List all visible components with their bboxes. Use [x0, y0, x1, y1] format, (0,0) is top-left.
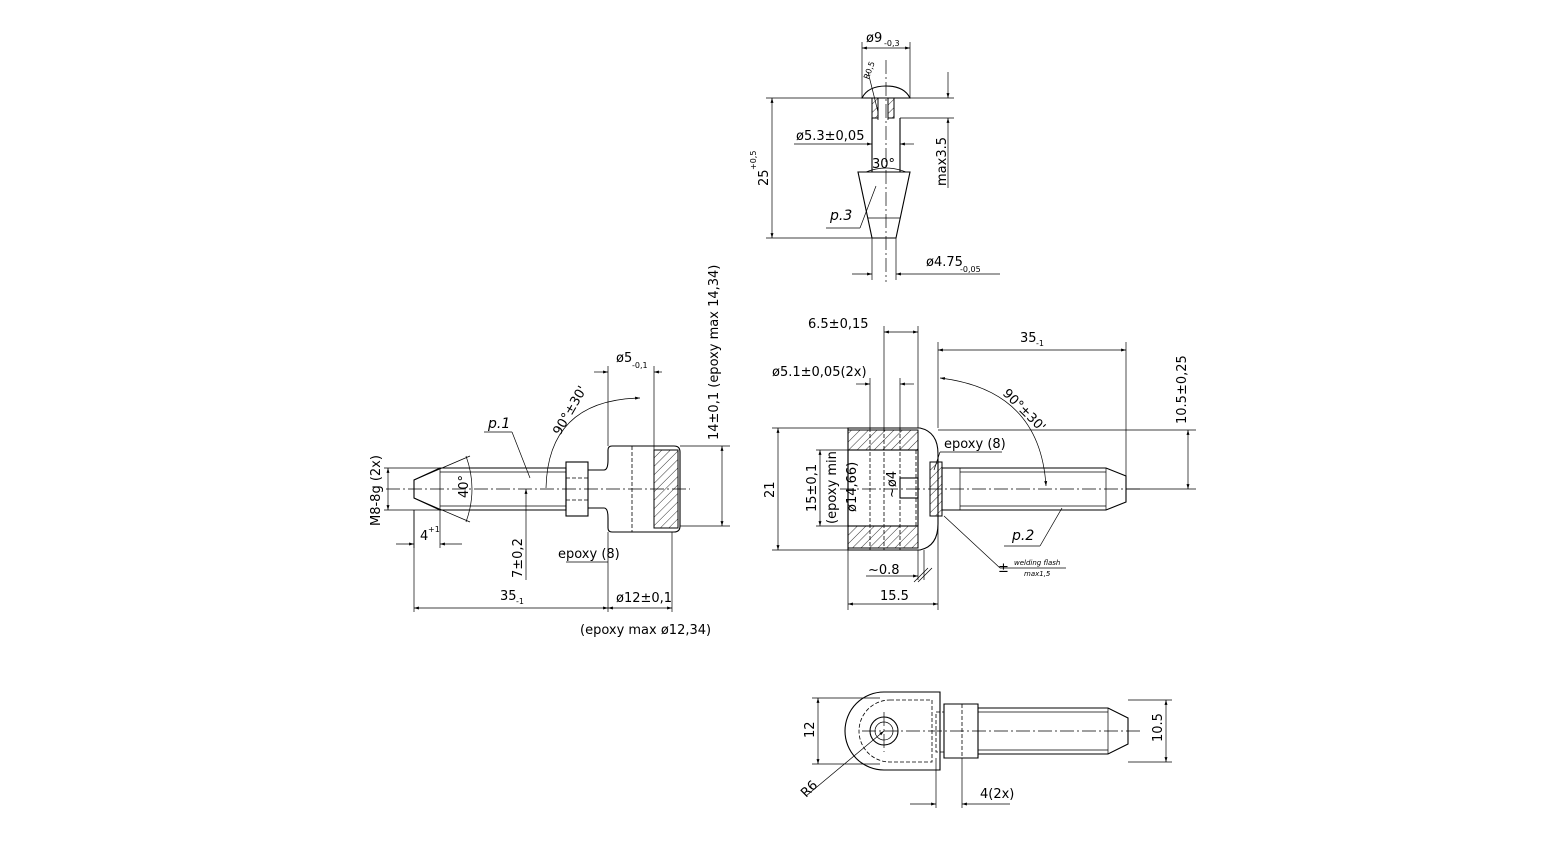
- top-part-label: p.3: [829, 208, 852, 224]
- right-21-label: 21: [763, 481, 778, 498]
- right-51-label: ø5.1±0,05(2x): [772, 365, 867, 380]
- right-105-label: 10.5±0,25: [1175, 355, 1190, 424]
- right-angle90-label: 90°±30': [999, 386, 1048, 435]
- right-view-part-2: 6.5±0,15 35 -1 ø5.1±0,05(2x) 90°±30' 10.…: [763, 317, 1196, 610]
- right-155-label: 15.5: [880, 589, 909, 604]
- right-weld-label: welding flash: [1014, 559, 1060, 567]
- right-35-tol: -1: [1036, 339, 1044, 348]
- right-08-label: ~0.8: [868, 563, 900, 578]
- left-dia5-tol: -0,1: [632, 361, 648, 370]
- right-dia4-label: ~ø4: [885, 471, 900, 498]
- left-chamf-tol: +1: [428, 525, 440, 534]
- bot-105-label: 10.5: [1151, 713, 1166, 742]
- right-weld-max-label: max1,5: [1024, 570, 1051, 578]
- top-tip-tol: -0,05: [960, 265, 981, 274]
- left-dia5-label: ø5: [616, 351, 632, 366]
- right-epoxy-min-label: (epoxy min: [825, 451, 840, 524]
- left-angle40-label: 40°: [457, 475, 472, 498]
- left-7-label: 7±0,2: [511, 538, 526, 578]
- top-len-tol: +0,5: [749, 151, 758, 170]
- left-part-label: p.1: [487, 416, 510, 432]
- right-epoxy-label: epoxy (8): [944, 437, 1006, 452]
- left-dia12-label: ø12±0,1: [616, 591, 672, 606]
- left-thread-label: M8-8g (2x): [369, 455, 384, 526]
- bot-12-label: 12: [803, 721, 818, 738]
- top-len-label: 25: [757, 169, 772, 186]
- left-view-part-1: 40° M8-8g (2x) 4 +1 p.1 90°±30' ø5 -0,1 …: [369, 265, 730, 638]
- left-epoxy-max-label: (epoxy max ø12,34): [580, 623, 711, 638]
- top-tip-label: ø4.75: [926, 255, 963, 270]
- right-weld-symbol: ±: [998, 561, 1009, 576]
- left-h14-label: 14±0,1 (epoxy max 14,34): [707, 265, 722, 440]
- right-35-label: 35: [1020, 331, 1037, 346]
- right-65-label: 6.5±0,15: [808, 317, 869, 332]
- left-chamf-label: 4: [420, 529, 428, 544]
- top-dia-label: ø9: [866, 31, 882, 46]
- top-dia-tol: -0,3: [884, 39, 900, 48]
- top-max-label: max3.5: [935, 137, 950, 186]
- top-view-part-3: ø9 -0,3 R0,5 25 +0,5 ø5.3±0,05 30° max3.…: [749, 31, 1000, 282]
- top-angle-label: 30°: [872, 157, 895, 172]
- bot-r6-label: R6: [798, 778, 821, 801]
- right-1466-label: ø14,66): [845, 462, 860, 512]
- right-15-label: 15±0,1: [805, 464, 820, 512]
- left-35-label: 35: [500, 589, 517, 604]
- left-epoxy-label: epoxy (8): [558, 547, 620, 562]
- bot-4-label: 4(2x): [980, 787, 1014, 802]
- bottom-view: 12 10.5 R6 4(2x): [798, 691, 1172, 808]
- right-part-label: p.2: [1011, 528, 1034, 544]
- top-bore-label: ø5.3±0,05: [796, 129, 864, 144]
- left-35-tol: -1: [516, 597, 524, 606]
